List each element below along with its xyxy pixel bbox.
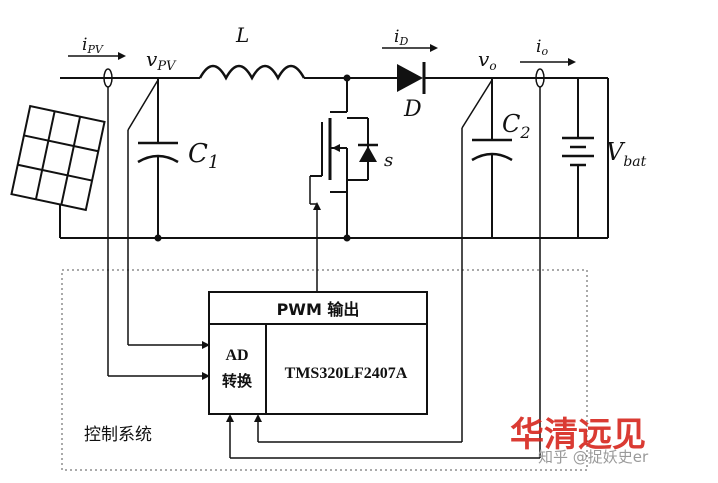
junction-dot [154, 234, 162, 242]
mosfet-switch [310, 78, 378, 238]
inductor-label: L [235, 23, 249, 47]
c2-label: C2 [502, 110, 531, 142]
input-current-sense-wire [107, 87, 210, 380]
input-current-label: iPV [82, 35, 104, 56]
ad-label: AD [225, 347, 248, 364]
c1-label: C1 [188, 139, 219, 173]
input-voltage-sense-wire [127, 79, 210, 349]
battery-label: Vbat [606, 138, 647, 170]
output-voltage-sense-wire [254, 79, 493, 443]
watermark-site: 知乎 @捉妖史er [538, 448, 649, 466]
output-voltage-label: vo [478, 47, 497, 73]
output-current-label: io [536, 37, 548, 58]
junction-dot [343, 74, 351, 82]
pwm-gate-wire [309, 176, 321, 292]
output-current-arrow [520, 58, 576, 66]
watermark-brand: 华清远见 [510, 415, 646, 455]
switch-label: s [384, 150, 393, 171]
input-current-arrow [68, 52, 126, 60]
dsp-controller [208, 291, 428, 415]
diode-label: D [403, 97, 422, 122]
diode-symbol [397, 62, 426, 94]
diode-current-arrow [382, 44, 438, 52]
dsp-chip-label: TMS320LF2407A [285, 365, 408, 382]
output-current-sense-wire [226, 87, 541, 459]
control-system-label: 控制系统 [84, 425, 152, 445]
inductor-coil [198, 64, 306, 81]
battery-symbol [562, 78, 594, 238]
pwm-output-label: PWM 输出 [277, 300, 360, 319]
control-system-boundary [61, 269, 588, 471]
junction-dot [343, 234, 351, 242]
solar-panel-icon [10, 104, 106, 212]
ad-conversion-label: 转换 [222, 372, 253, 390]
input-voltage-label: vPV [146, 47, 177, 74]
diode-current-label: iD [394, 27, 408, 48]
